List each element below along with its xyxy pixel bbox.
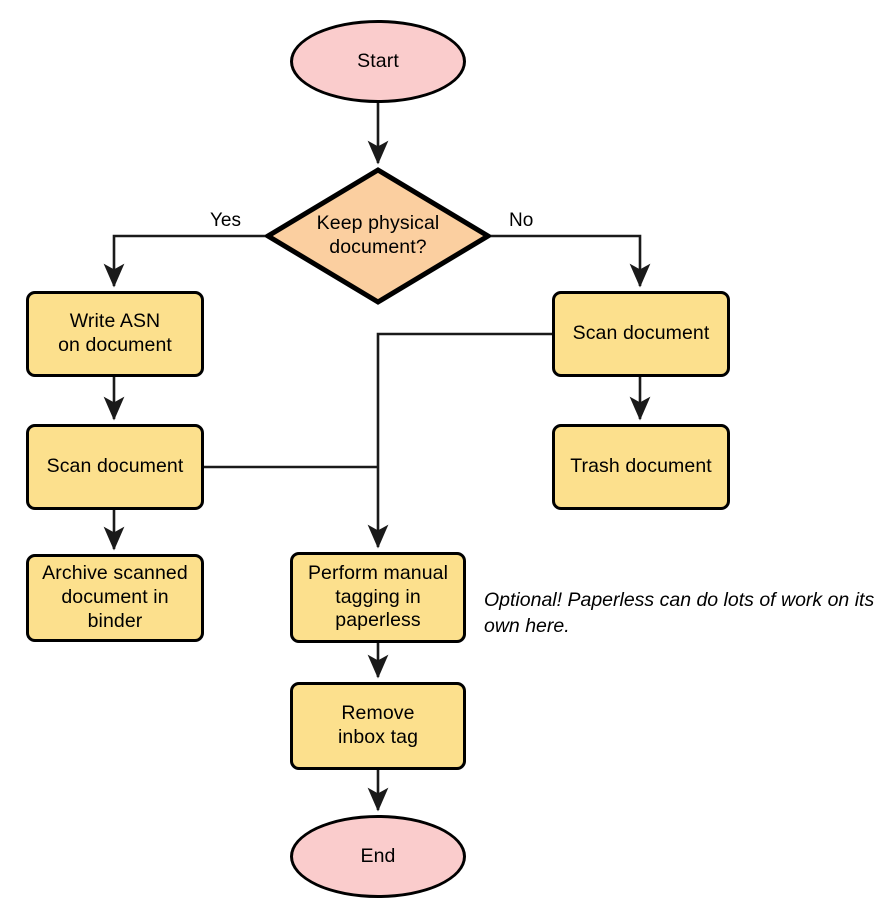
node-start[interactable]: Start [290,20,466,103]
edge-label-no: No [509,210,534,231]
edge-scan-right-to-manual-tagging [367,332,552,549]
node-write-asn-label: Write ASN on document [58,310,172,356]
node-trash-document-label: Trash document [570,455,712,478]
node-remove-inbox-tag-label: Remove inbox tag [337,702,419,748]
diamond-shape-icon [265,167,491,305]
node-archive-binder-label: Archive scanned document in binder [42,562,188,632]
node-scan-document-right[interactable]: Scan document [552,291,730,377]
node-trash-document[interactable]: Trash document [552,424,730,510]
node-perform-manual-tagging[interactable]: Perform manual tagging in paperless [290,552,466,643]
edge-label-yes: Yes [210,210,241,231]
node-decision-label: Keep physical document? [316,212,440,258]
node-scan-document-right-label: Scan document [572,322,710,345]
node-end[interactable]: End [290,815,466,898]
annotation-optional-note: Optional! Paperless can do lots of work … [484,589,875,637]
node-write-asn-on-document[interactable]: Write ASN on document [26,291,204,377]
node-manual-tagging-label: Perform manual tagging in paperless [307,561,449,632]
edge-decision-yes-to-write-asn [103,234,265,288]
edge-decision-no-to-scan-right [491,234,651,288]
node-end-label: End [360,844,396,867]
node-decision-keep-physical-document[interactable]: Keep physical document? [265,167,491,305]
node-remove-inbox-tag[interactable]: Remove inbox tag [290,682,466,770]
node-start-label: Start [357,49,399,72]
node-archive-scanned-document-in-binder[interactable]: Archive scanned document in binder [26,554,204,642]
node-scan-document-left[interactable]: Scan document [26,424,204,510]
node-scan-document-left-label: Scan document [46,455,184,478]
